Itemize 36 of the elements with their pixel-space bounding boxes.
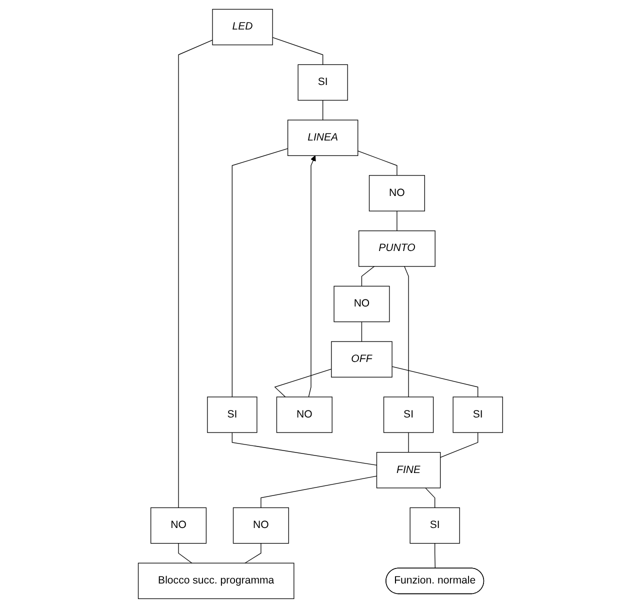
connector	[360, 321, 362, 342]
node-box	[137, 562, 294, 600]
connector	[322, 100, 323, 120]
connector	[440, 432, 478, 458]
node-box	[452, 396, 502, 433]
connector	[357, 150, 397, 176]
connector	[360, 266, 374, 287]
flowchart: LED NO SI LINEA NO SI PUNTO NO SI OFF NO SI FINE NO SI Blocco succ. programma Funzion. normale	[132, 4, 508, 604]
connector	[231, 148, 288, 398]
node-box	[409, 507, 460, 544]
node-box	[358, 230, 435, 267]
node-box	[276, 396, 332, 433]
node-box	[232, 507, 289, 544]
connector	[424, 488, 435, 508]
connector	[274, 368, 332, 398]
node-box	[368, 175, 425, 212]
connector	[404, 266, 408, 398]
node-box	[333, 286, 390, 322]
node-box	[297, 64, 348, 101]
connector	[260, 476, 377, 508]
connector	[244, 543, 261, 564]
node-box	[287, 120, 358, 156]
node-box	[206, 396, 257, 433]
node-box	[212, 8, 272, 46]
connector	[178, 40, 212, 508]
node-box	[330, 341, 392, 378]
connector	[231, 432, 377, 466]
connector	[272, 37, 323, 65]
node-box	[376, 452, 440, 488]
node-box	[150, 507, 206, 544]
connector	[396, 210, 397, 232]
arrow	[308, 155, 316, 398]
connector	[391, 366, 478, 398]
node-box	[383, 396, 434, 433]
connector	[434, 543, 436, 569]
connector	[178, 543, 192, 564]
